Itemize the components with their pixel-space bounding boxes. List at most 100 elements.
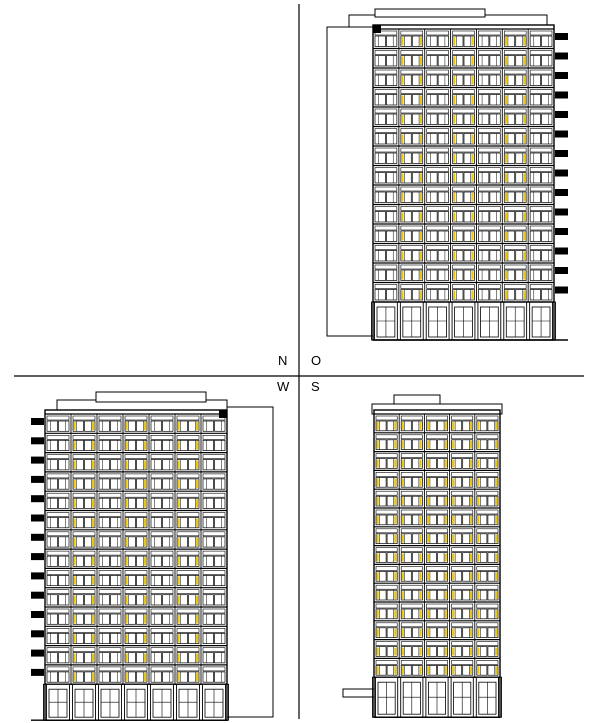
yellow-panel: [419, 534, 422, 543]
window: [58, 613, 70, 625]
window: [452, 133, 464, 145]
balcony-parapet: [451, 547, 474, 552]
window: [400, 269, 412, 281]
balcony-parapet: [400, 603, 423, 609]
window: [188, 478, 200, 490]
balcony-parapet: [451, 434, 474, 440]
yellow-panel: [426, 440, 430, 449]
window: [411, 230, 424, 242]
yellow-panel: [444, 647, 447, 656]
balcony-parapet: [374, 284, 398, 289]
window: [188, 652, 200, 664]
window: [136, 478, 148, 490]
balcony-parapet: [374, 167, 398, 172]
window: [136, 632, 148, 644]
window: [515, 74, 527, 86]
window: [411, 289, 424, 301]
yellow-panel: [452, 440, 455, 449]
yellow-panel: [419, 591, 422, 599]
window: [515, 172, 527, 184]
yellow-panel: [523, 251, 526, 260]
yellow-panel: [523, 115, 526, 124]
balcony-parapet: [98, 589, 122, 595]
yellow-panel: [452, 516, 455, 524]
window: [98, 439, 110, 451]
window: [46, 575, 58, 587]
balcony-parapet: [503, 284, 527, 289]
balcony-parapet: [451, 622, 474, 628]
balcony-parapet: [478, 50, 501, 55]
balcony-parapet: [124, 647, 148, 652]
window: [529, 94, 541, 106]
balcony-parapet: [202, 512, 226, 517]
window: [84, 594, 96, 606]
yellow-panel: [495, 591, 498, 599]
window: [487, 646, 499, 657]
side-balcony: [31, 533, 44, 541]
window: [529, 74, 541, 86]
window: [426, 74, 438, 86]
yellow-panel: [523, 271, 526, 280]
window: [46, 671, 58, 683]
balcony-parapet: [426, 528, 448, 534]
balcony-parapet: [426, 128, 449, 133]
balcony-parapet: [400, 264, 424, 270]
window: [426, 172, 438, 184]
window: [124, 575, 136, 587]
yellow-panel: [471, 173, 474, 182]
balcony-parapet: [375, 547, 398, 552]
yellow-panel: [144, 634, 147, 643]
window: [374, 230, 386, 242]
window: [451, 571, 463, 582]
window: [58, 459, 70, 471]
window: [462, 420, 474, 432]
window: [463, 94, 475, 106]
window: [400, 172, 412, 184]
balcony-parapet: [452, 69, 475, 75]
yellow-panel: [453, 271, 456, 280]
balcony-parapet: [478, 147, 501, 153]
window: [489, 152, 501, 164]
yellow-panel: [426, 610, 430, 618]
window: [202, 594, 214, 606]
yellow-panel: [444, 591, 447, 599]
balcony-parapet: [476, 528, 499, 534]
balcony-parapet: [46, 589, 70, 595]
window: [202, 497, 214, 509]
yellow-panel: [376, 628, 379, 637]
window: [478, 113, 490, 125]
balcony-parapet: [124, 473, 148, 479]
window: [98, 420, 110, 432]
yellow-panel: [376, 422, 379, 430]
window: [150, 439, 162, 451]
window: [437, 152, 449, 164]
yellow-panel: [469, 628, 472, 637]
window: [476, 458, 488, 469]
window: [400, 439, 412, 450]
yellow-panel: [177, 441, 180, 450]
window: [162, 536, 174, 548]
yellow-panel: [92, 576, 95, 585]
balcony-parapet: [400, 490, 423, 496]
window: [150, 652, 162, 664]
yellow-panel: [177, 499, 180, 508]
balcony-parapet: [98, 666, 122, 672]
yellow-panel: [125, 499, 128, 508]
yellow-panel: [419, 134, 422, 143]
window: [110, 420, 122, 432]
window: [136, 652, 148, 664]
yellow-panel: [452, 591, 455, 599]
window: [188, 613, 200, 625]
window: [375, 458, 387, 469]
yellow-panel: [419, 37, 422, 46]
balcony-parapet: [46, 454, 70, 459]
yellow-panel: [495, 422, 498, 430]
window: [426, 289, 438, 301]
south-elevation: [342, 394, 503, 718]
window: [386, 230, 398, 242]
window: [72, 439, 84, 451]
window: [188, 517, 200, 529]
window: [136, 613, 148, 625]
yellow-panel: [504, 115, 507, 124]
window: [503, 191, 516, 203]
